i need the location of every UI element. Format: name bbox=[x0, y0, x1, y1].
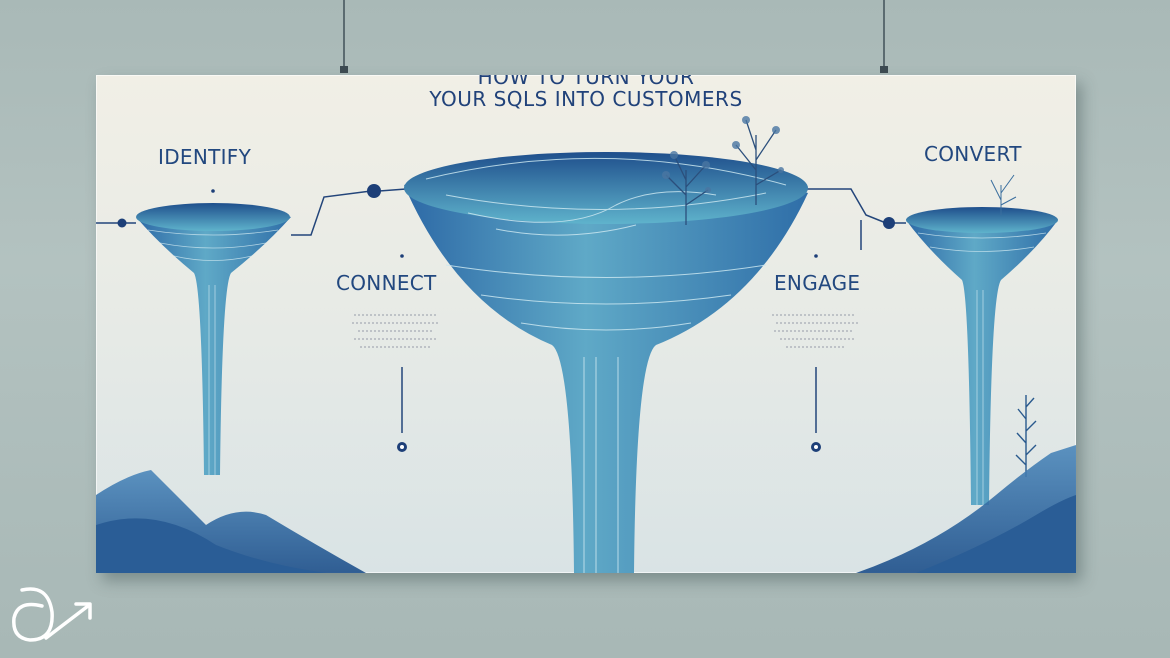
page-title-line-1: How to turn your bbox=[477, 75, 695, 89]
stage-label-convert: Convert bbox=[924, 142, 1022, 166]
connector-lines bbox=[96, 188, 906, 433]
right-funnel bbox=[906, 174, 1058, 505]
stage-label-engage: Engage bbox=[774, 271, 861, 295]
fern-icon bbox=[1015, 395, 1037, 477]
right-wire-clip bbox=[880, 66, 888, 73]
left-funnel bbox=[136, 203, 291, 475]
hanging-wires bbox=[340, 0, 888, 73]
infographic-canvas: How to turn your your SQLs into customer… bbox=[96, 75, 1076, 573]
center-funnel bbox=[404, 116, 808, 573]
circle-arrow-logo-icon bbox=[12, 587, 92, 642]
page-title-line-2: your SQLs into customers bbox=[429, 87, 743, 111]
stage-label-identify: Identify bbox=[158, 145, 252, 169]
mountains bbox=[96, 445, 1076, 573]
funnel-illustration bbox=[96, 116, 1076, 573]
stage-label-connect: Connect bbox=[336, 271, 437, 295]
placeholder-text-lines bbox=[352, 314, 858, 348]
left-wire-clip bbox=[340, 66, 348, 73]
tree-icon bbox=[665, 119, 782, 225]
